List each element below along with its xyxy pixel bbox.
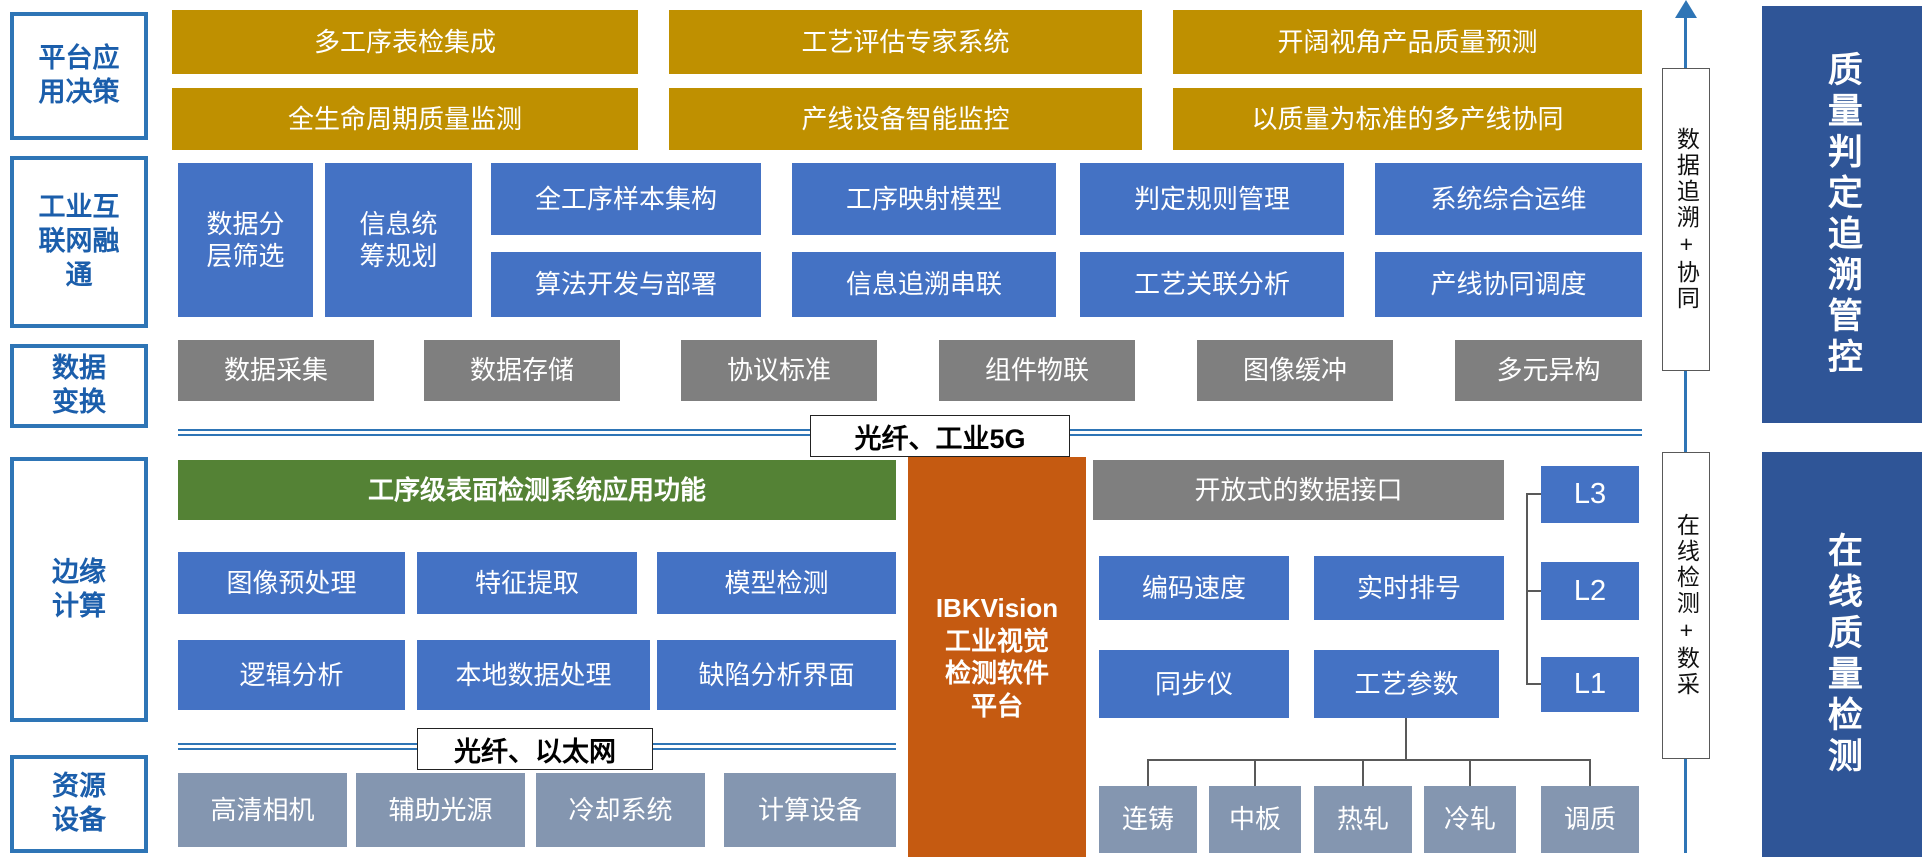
- data-transform-box: 多元异构: [1455, 340, 1642, 401]
- data-transform-box: 数据采集: [178, 340, 374, 401]
- edge-function-box: 缺陷分析界面: [657, 640, 896, 710]
- rail-line: [1684, 14, 1687, 853]
- level-box-l2: L2: [1541, 562, 1639, 620]
- data-transform-box: 协议标准: [681, 340, 877, 401]
- process-line-bracket: [1147, 759, 1591, 761]
- process-line-bracket: [1469, 759, 1471, 786]
- edge-function-box: 特征提取: [417, 552, 637, 614]
- platform-app-box: 多工序表检集成: [172, 10, 638, 74]
- process-line-bracket: [1362, 759, 1364, 786]
- platform-app-box: 全生命周期质量监测: [172, 88, 638, 150]
- level-bracket: [1526, 590, 1541, 592]
- detection-param-box: 工艺参数: [1314, 650, 1499, 718]
- layer-label-resource-device: 资源 设备: [10, 755, 148, 853]
- edge-function-box: 图像预处理: [178, 552, 405, 614]
- level-bracket: [1526, 493, 1541, 495]
- process-line-bracket: [1147, 759, 1149, 786]
- edge-function-box: 模型检测: [657, 552, 896, 614]
- data-transform-box: 组件物联: [939, 340, 1135, 401]
- layer-label-iiot-integration: 工业互 联网融 通: [10, 156, 148, 328]
- process-line-box: 连铸: [1099, 786, 1197, 853]
- iiot-function-box: 工艺关联分析: [1080, 252, 1344, 317]
- layer-label-data-transform: 数据 变换: [10, 344, 148, 428]
- device-box: 高清相机: [178, 773, 347, 847]
- process-line-bracket: [1254, 759, 1256, 786]
- iiot-function-box: 系统综合运维: [1375, 163, 1642, 235]
- process-line-box: 冷轧: [1424, 786, 1516, 853]
- device-box: 冷却系统: [536, 773, 705, 847]
- detection-param-box: 同步仪: [1099, 650, 1289, 718]
- data-transform-box: 图像缓冲: [1197, 340, 1393, 401]
- level-box-l1: L1: [1541, 657, 1639, 712]
- iiot-function-box: 信息追溯串联: [792, 252, 1056, 317]
- detection-param-box: 编码速度: [1099, 556, 1289, 620]
- online-detect-track: 在线检测+数采: [1662, 452, 1710, 759]
- device-box: 辅助光源: [356, 773, 525, 847]
- device-box: 计算设备: [724, 773, 896, 847]
- online-quality-panel: 在线质量检测: [1762, 452, 1922, 857]
- process-line-bracket: [1405, 718, 1407, 760]
- iiot-function-box: 信息统 筹规划: [325, 163, 472, 317]
- platform-app-box: 开阔视角产品质量预测: [1173, 10, 1642, 74]
- iiot-function-box: 算法开发与部署: [491, 252, 761, 317]
- open-data-interface-box: 开放式的数据接口: [1093, 460, 1504, 520]
- level-bracket: [1526, 494, 1528, 684]
- layer-label-platform-decision: 平台应 用决策: [10, 12, 148, 140]
- data-trace-track: 数据追溯+协同: [1662, 68, 1710, 371]
- platform-app-box: 工艺评估专家系统: [669, 10, 1142, 74]
- network-label-fiber-ethernet: 光纤、以太网: [417, 728, 653, 770]
- network-label-fiber-5g: 光纤、工业5G: [810, 415, 1070, 457]
- process-line-bracket: [1589, 759, 1591, 786]
- quality-trace-panel: 质量判定追溯管控: [1762, 6, 1922, 423]
- process-line-box: 中板: [1209, 786, 1301, 853]
- up-arrow-icon: [1675, 0, 1697, 18]
- process-line-box: 调质: [1541, 786, 1639, 853]
- edge-app-header: 工序级表面检测系统应用功能: [178, 460, 896, 520]
- layer-label-edge-computing: 边缘 计算: [10, 457, 148, 722]
- level-box-l3: L3: [1541, 466, 1639, 523]
- data-transform-box: 数据存储: [424, 340, 620, 401]
- iiot-function-box: 产线协同调度: [1375, 252, 1642, 317]
- ibkvision-platform-box: IBKVision 工业视觉 检测软件 平台: [908, 457, 1086, 857]
- detection-param-box: 实时排号: [1314, 556, 1504, 620]
- level-bracket: [1526, 683, 1541, 685]
- platform-app-box: 以质量为标准的多产线协同: [1173, 88, 1642, 150]
- edge-function-box: 本地数据处理: [417, 640, 650, 710]
- process-line-box: 热轧: [1314, 786, 1412, 853]
- iiot-function-box: 工序映射模型: [792, 163, 1056, 235]
- edge-function-box: 逻辑分析: [178, 640, 405, 710]
- iiot-function-box: 判定规则管理: [1080, 163, 1344, 235]
- iiot-function-box: 数据分 层筛选: [178, 163, 313, 317]
- platform-app-box: 产线设备智能监控: [669, 88, 1142, 150]
- iiot-function-box: 全工序样本集构: [491, 163, 761, 235]
